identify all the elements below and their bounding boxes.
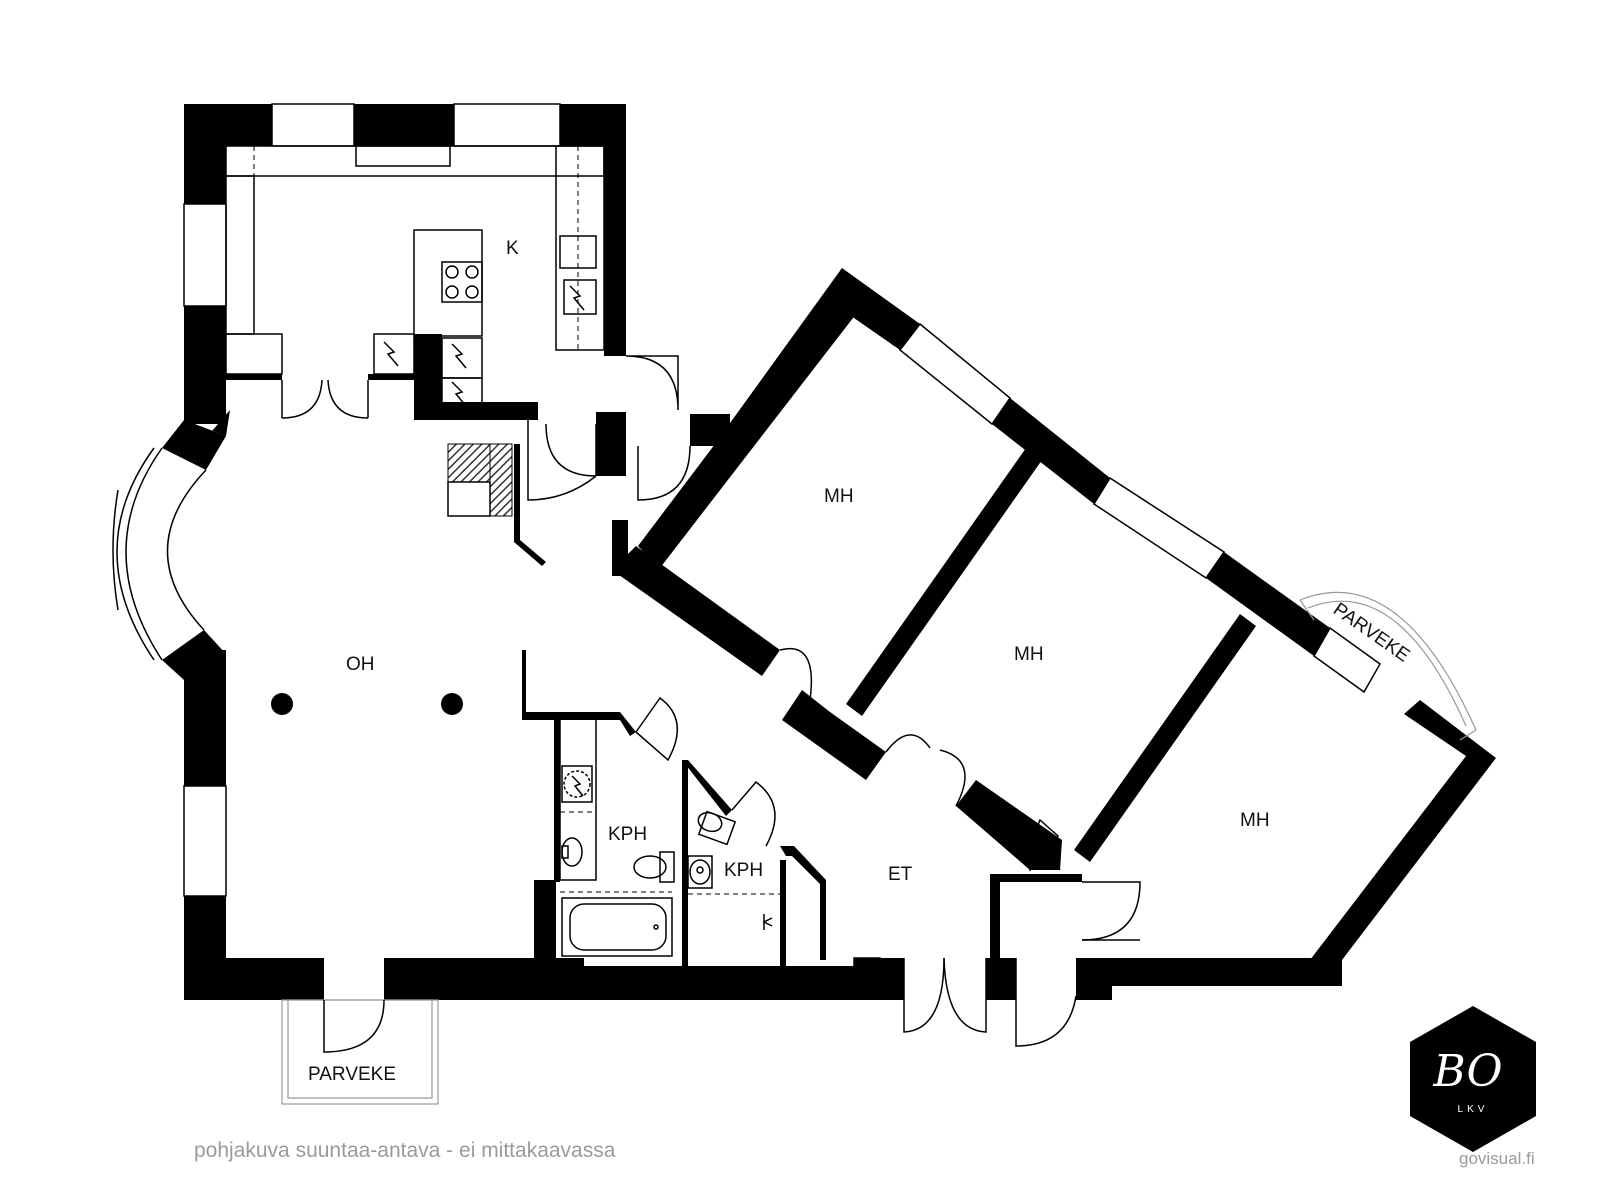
doors <box>281 355 691 501</box>
room-label-kitchen: K <box>506 238 519 259</box>
bathroom-walls <box>522 650 1082 966</box>
east-balcony <box>1299 591 1477 741</box>
bo-lkv-logo: BO LKV <box>1410 1006 1536 1152</box>
kitchen-fixtures <box>225 145 605 415</box>
entrance-doors <box>903 881 1141 1047</box>
credit-text: govisual.fi <box>1459 1149 1535 1168</box>
room-label-bedroom-1: MH <box>824 486 854 507</box>
bathroom-doors <box>635 696 776 847</box>
bedroom-doors <box>779 647 1061 872</box>
room-label-balcony-south: PARVEKE <box>308 1064 396 1085</box>
room-label-bedroom-2: MH <box>1014 644 1044 665</box>
bathroom-fixtures <box>559 715 780 957</box>
fireplace <box>447 443 546 566</box>
room-label-balcony-east: PARVEKE <box>1329 599 1413 667</box>
svg-text:BO: BO <box>1432 1046 1502 1097</box>
room-label-bedroom-3: MH <box>1240 810 1270 831</box>
disclaimer-text: pohjakuva suuntaa-antava - ei mittakaava… <box>194 1139 616 1162</box>
bedroom-walls <box>612 268 1496 986</box>
windows <box>183 103 881 993</box>
svg-text:LKV: LKV <box>1458 1104 1489 1115</box>
room-label-living: OH <box>346 654 375 675</box>
room-label-bathroom-1: KPH <box>608 824 647 845</box>
exterior-walls <box>184 104 1112 1000</box>
room-label-bathroom-2: KPH <box>724 860 763 881</box>
pillars <box>271 693 463 715</box>
bedroom-windows <box>898 322 1381 694</box>
south-balcony <box>281 999 439 1105</box>
kitchen-walls <box>226 334 730 576</box>
room-label-hall: ET <box>888 864 913 885</box>
bay-window <box>112 410 230 680</box>
